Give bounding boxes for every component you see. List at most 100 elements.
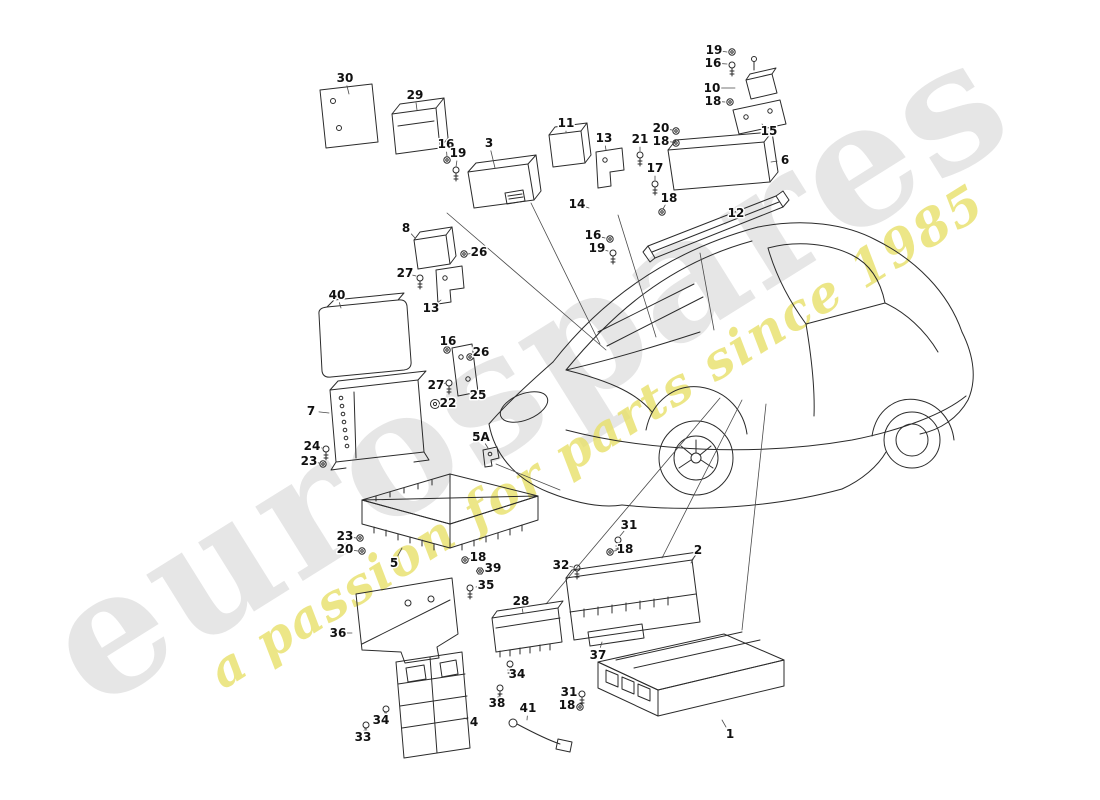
part-callout-27: 27 <box>397 266 414 280</box>
part-callout-20: 20 <box>653 121 670 135</box>
part-13-bracket-upper <box>595 147 625 189</box>
part-callout-5A: 5A <box>472 430 490 444</box>
part-callout-7: 7 <box>307 404 315 418</box>
part-callout-5: 5 <box>390 556 398 570</box>
callout-leader-line <box>455 160 458 168</box>
part-callout-26: 26 <box>473 345 490 359</box>
callout-leader-line <box>415 102 418 111</box>
screw-icon <box>609 249 617 265</box>
part-callout-18: 18 <box>653 134 670 148</box>
screw-icon <box>416 274 424 290</box>
part-3-control-unit <box>467 154 542 209</box>
screw-icon <box>728 61 736 77</box>
part-callout-29: 29 <box>407 88 424 102</box>
car-sketch <box>488 222 974 509</box>
callout-leader-line <box>690 556 695 564</box>
callout-leader-line <box>318 411 330 414</box>
callout-leader-line <box>410 233 416 239</box>
part-callout-2: 2 <box>694 543 702 557</box>
callout-leader-line <box>761 123 764 126</box>
part-callout-3: 3 <box>485 136 493 150</box>
part-callout-18: 18 <box>617 542 634 556</box>
screw-icon <box>466 584 474 600</box>
washer-icon <box>576 703 584 711</box>
callout-leader-line <box>436 299 442 304</box>
part-callout-14: 14 <box>569 197 586 211</box>
callout-leader-line <box>352 537 357 539</box>
part-callout-16: 16 <box>705 56 722 70</box>
part-callout-19: 19 <box>450 146 467 160</box>
part-callout-39: 39 <box>485 561 502 575</box>
part-callout-15: 15 <box>761 124 778 138</box>
part-36-bracket <box>355 577 459 664</box>
part-37-connector <box>587 623 645 647</box>
part-callout-31: 31 <box>621 518 638 532</box>
callout-leader-line <box>584 206 590 209</box>
callout-leader-line <box>770 160 778 163</box>
part-callout-36: 36 <box>330 626 347 640</box>
part-22-grommet <box>430 399 440 409</box>
part-callout-13: 13 <box>596 131 613 145</box>
part-callout-34: 34 <box>509 667 526 681</box>
callout-leader-line <box>619 530 625 537</box>
part-callout-10: 10 <box>704 81 721 95</box>
part-15-bracket-assembly <box>732 56 787 135</box>
callout-leader-line <box>721 50 728 53</box>
washer-icon <box>319 460 327 468</box>
part-callout-20: 20 <box>337 542 354 556</box>
part-callout-24: 24 <box>304 439 321 453</box>
part-callout-19: 19 <box>589 241 606 255</box>
part-callout-18: 18 <box>470 550 487 564</box>
part-callout-1: 1 <box>726 727 734 741</box>
washer-icon <box>606 548 614 556</box>
part-6-control-unit <box>667 131 779 191</box>
screw-icon <box>578 690 586 706</box>
part-callout-28: 28 <box>513 594 530 608</box>
part-callout-40: 40 <box>329 288 346 302</box>
part-41-bonding-strap <box>508 718 573 753</box>
callout-leader-line <box>568 565 574 568</box>
screw-icon <box>651 180 659 196</box>
part-13-bracket-lower <box>435 265 465 305</box>
callout-leader-line <box>467 253 472 255</box>
screw-icon <box>452 166 460 182</box>
part-callout-30: 30 <box>337 71 354 85</box>
callout-leader-line <box>463 717 467 720</box>
callout-leader-line <box>721 719 727 728</box>
callout-leader-line <box>469 389 472 392</box>
washer-icon <box>672 127 680 135</box>
part-callout-18: 18 <box>661 191 678 205</box>
part-callout-32: 32 <box>553 558 570 572</box>
callout-leader-line <box>338 302 342 309</box>
part-5-control-unit <box>361 473 539 551</box>
callout-leader-line <box>600 236 606 239</box>
part-28-connector-rail <box>491 600 564 658</box>
part-callout-18: 18 <box>705 94 722 108</box>
callout-leader-line <box>498 691 501 696</box>
washer-icon <box>728 48 736 56</box>
part-8-relay <box>413 226 457 270</box>
part-callout-23: 23 <box>337 529 354 543</box>
part-callout-19: 19 <box>706 43 723 57</box>
part-40-cover <box>318 292 412 378</box>
callout-leader-line <box>613 550 618 552</box>
callout-leader-line <box>397 547 403 557</box>
callout-leader-line <box>662 204 666 210</box>
part-callout-4: 4 <box>470 715 478 729</box>
part-callout-16: 16 <box>440 334 457 348</box>
part-callout-25: 25 <box>470 388 487 402</box>
washer-icon <box>726 98 734 106</box>
part-callout-22: 22 <box>440 396 457 410</box>
callout-leader-line <box>521 608 524 614</box>
callout-leader-line <box>599 641 603 648</box>
part-callout-33: 33 <box>355 730 372 744</box>
part-callout-38: 38 <box>489 696 506 710</box>
part-callout-41: 41 <box>520 701 537 715</box>
callout-leader-line <box>412 274 417 277</box>
part-callout-35: 35 <box>478 578 495 592</box>
part-1-amplifier-unit <box>597 631 785 717</box>
callout-leader-line <box>490 150 496 169</box>
washer-icon <box>356 534 364 542</box>
